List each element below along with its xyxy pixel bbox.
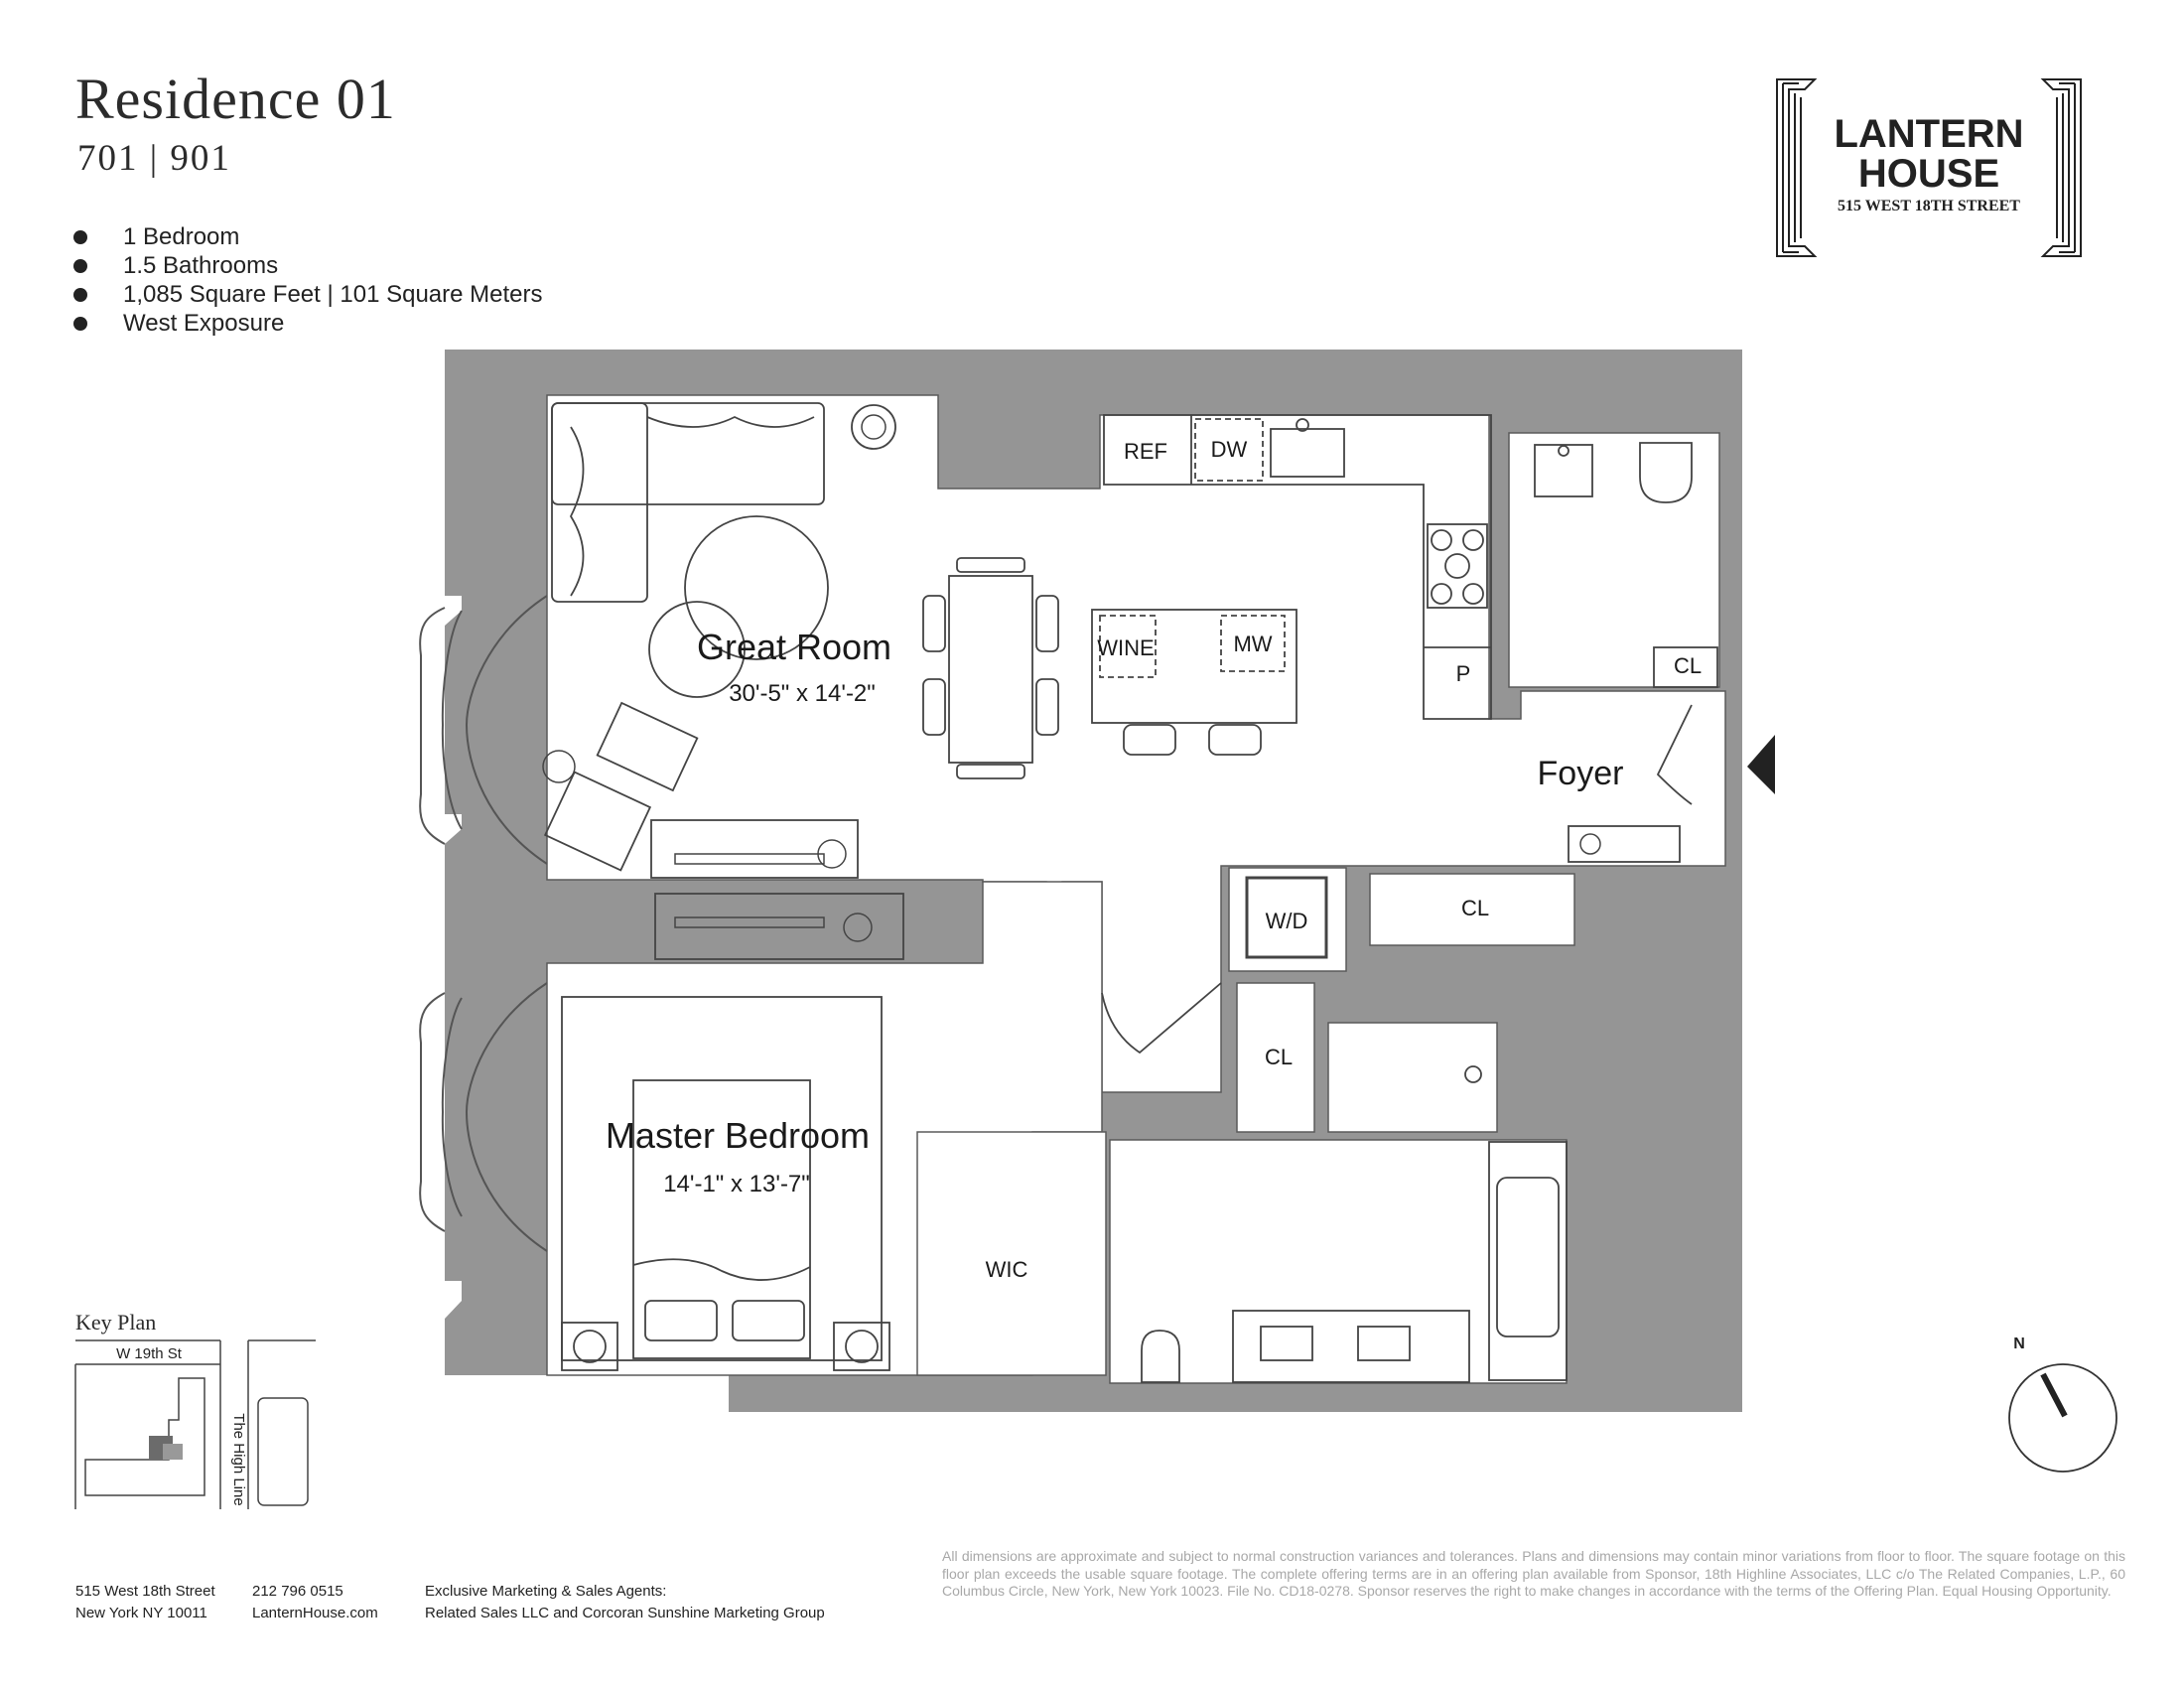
foyer-console: [1568, 825, 1681, 863]
footer-contact: 212 796 0515 LanternHouse.com: [252, 1581, 378, 1624]
kitchen-island: [1091, 609, 1297, 756]
footer-website[interactable]: LanternHouse.com: [252, 1605, 378, 1621]
residence-title: Residence 01: [75, 67, 396, 131]
master-bedroom-label: Master Bedroom: [606, 1115, 870, 1156]
bullet-icon: [73, 230, 87, 244]
logo-line-1: LANTERN: [1834, 112, 2023, 156]
lantern-house-logo: LANTERN HOUSE 515 WEST 18TH STREET: [1776, 78, 2082, 257]
logo-line-2: HOUSE: [1858, 152, 1999, 196]
ref-label: REF: [1124, 439, 1167, 464]
entry-arrow-icon: [1747, 735, 1775, 794]
armchair: [543, 771, 652, 872]
entry-door: [1656, 704, 1693, 805]
bullet-icon: [73, 288, 87, 302]
master-bath: [1141, 1065, 1568, 1383]
washer-dryer: [1245, 876, 1328, 959]
great-room-dims: 30'-5" x 14'-2": [729, 680, 876, 707]
bedroom-door: [1101, 982, 1222, 1055]
powder-room: [1534, 442, 1718, 688]
sofa: [551, 402, 825, 603]
feature-item: 1,085 Square Feet | 101 Square Meters: [73, 280, 543, 309]
bay-window-bedroom: [419, 982, 548, 1252]
kitchen-counter: [1103, 414, 1492, 720]
bed: [561, 996, 890, 1371]
master-bedroom-dims: 14'-1" x 13'-7": [663, 1171, 810, 1197]
footer-address: 515 West 18th Street New York NY 10011: [75, 1583, 215, 1621]
dining-table: [922, 557, 1059, 779]
legal-disclaimer: All dimensions are approximate and subje…: [942, 1548, 2125, 1599]
wine-label: WINE: [1097, 635, 1154, 660]
feature-item: West Exposure: [73, 309, 543, 338]
mw-label: MW: [1233, 632, 1272, 656]
cl-small-label: CL: [1265, 1045, 1293, 1069]
compass: N: [2008, 1336, 2117, 1473]
bay-window-great-room: [419, 595, 548, 865]
wic-label: WIC: [986, 1257, 1028, 1282]
north-arrow-icon: [2040, 1372, 2068, 1418]
great-room-label: Great Room: [697, 627, 891, 667]
cl-hall-label: CL: [1461, 896, 1489, 920]
pantry-label: P: [1456, 661, 1471, 686]
bullet-icon: [73, 259, 87, 273]
feature-list: 1 Bedroom 1.5 Bathrooms 1,085 Square Fee…: [73, 222, 543, 338]
ottoman: [596, 701, 699, 792]
media-console: [650, 819, 859, 879]
cl-bath-label: CL: [1674, 653, 1702, 678]
footer-agents: Exclusive Marketing & Sales Agents: Rela…: [425, 1583, 825, 1621]
logo-line-3: 515 WEST 18TH STREET: [1838, 198, 2020, 214]
key-plan-title: Key Plan: [75, 1310, 157, 1335]
foyer-label: Foyer: [1538, 755, 1624, 792]
dresser: [654, 893, 904, 960]
coffee-table: [648, 601, 746, 698]
wd-label: W/D: [1266, 909, 1308, 933]
feature-item: 1.5 Bathrooms: [73, 251, 543, 280]
dw-label: DW: [1211, 437, 1248, 462]
round-rug: [684, 515, 829, 660]
feature-item: 1 Bedroom: [73, 222, 543, 251]
footer-phone: 212 796 0515: [252, 1583, 343, 1600]
compass-label: N: [2013, 1336, 2025, 1352]
unit-numbers: 701 | 901: [77, 138, 231, 179]
bullet-icon: [73, 317, 87, 331]
side-table: [851, 404, 896, 450]
